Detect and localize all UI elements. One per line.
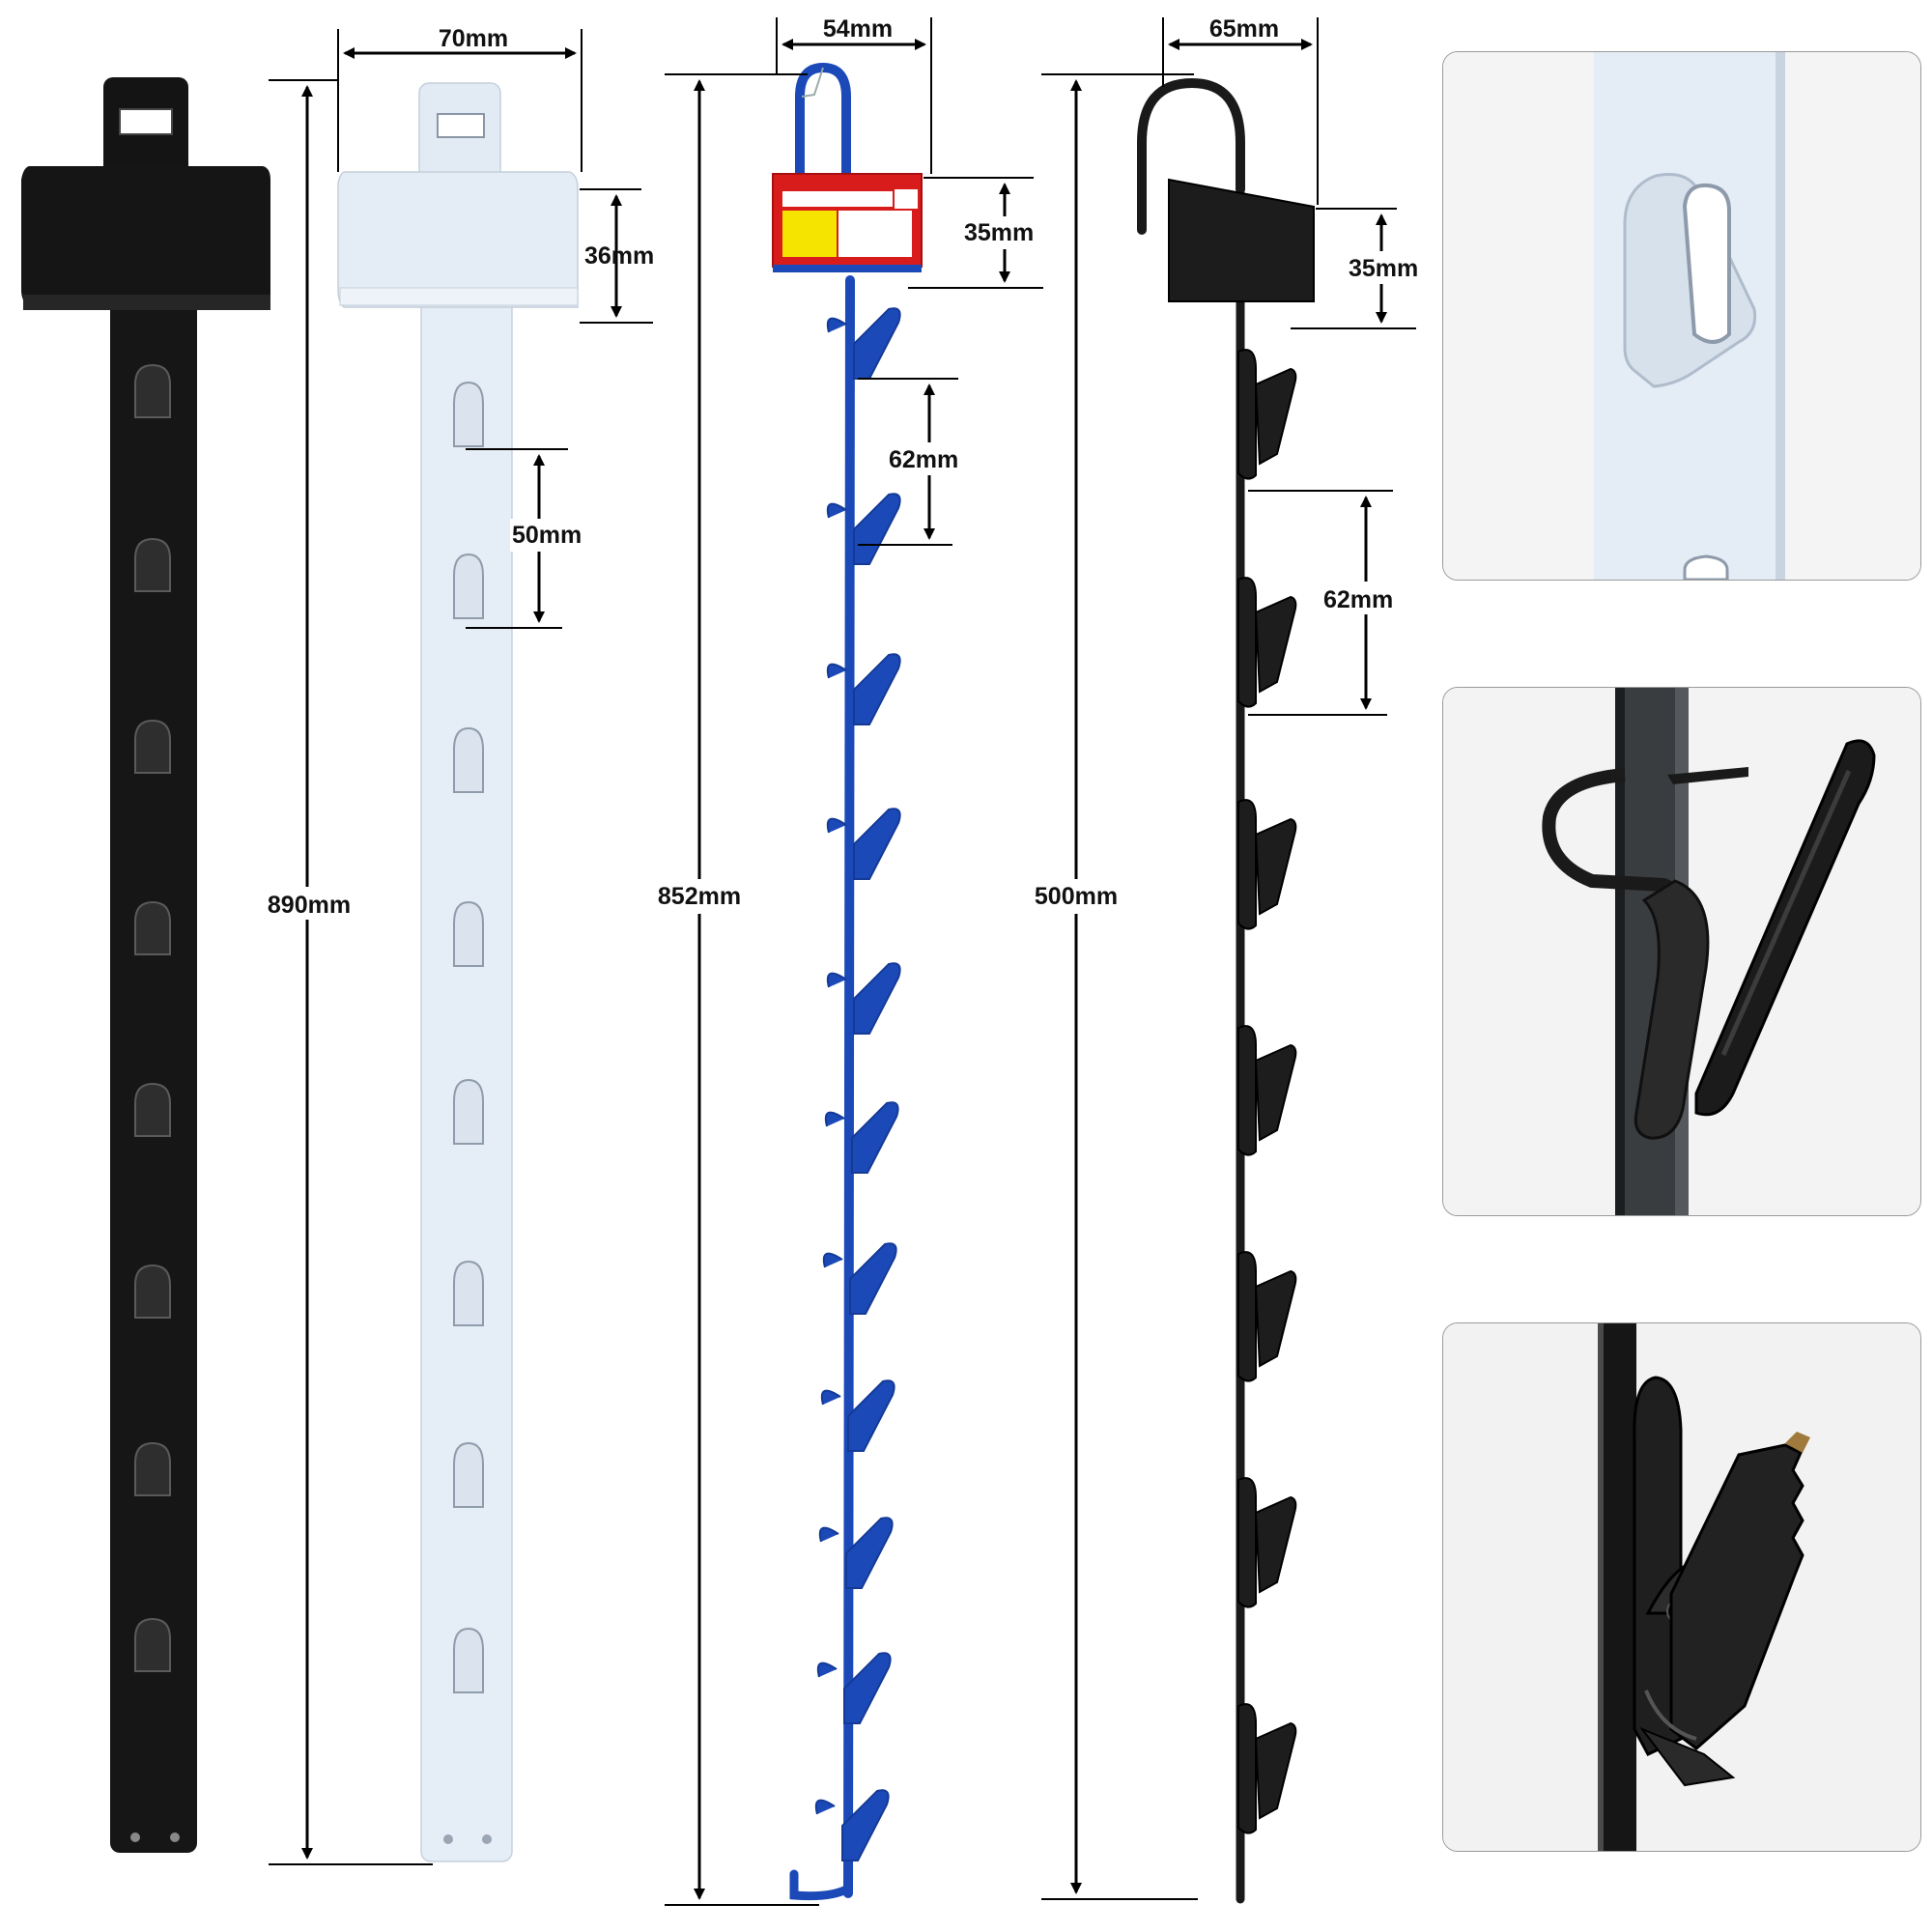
dimension-890mm: 890mm [259, 79, 433, 1865]
black-clip-strip [1137, 77, 1315, 1904]
dimension-35mm-label: 35mm [908, 177, 1049, 289]
label-36mm: 36mm [584, 242, 654, 270]
detail-panel-curved-clip [1442, 687, 1921, 1216]
black-strip-slots [134, 363, 171, 1672]
label-50mm: 50mm [512, 522, 582, 549]
white-hang-strip [337, 82, 579, 1862]
dimension-35mm-black: 35mm [1291, 208, 1434, 329]
black-spring-clips [1237, 349, 1297, 1834]
curved-clip-detail-image [1443, 688, 1920, 1215]
label-54mm: 54mm [823, 15, 893, 43]
detail-panel-spring-clip [1442, 1322, 1921, 1852]
dimension-65mm: 65mm [1162, 14, 1319, 205]
spring-clip-detail-image [1443, 1323, 1920, 1851]
white-strip-slots [453, 381, 484, 1693]
label-62mm-black: 62mm [1323, 586, 1393, 613]
label-35mm-blue: 35mm [964, 219, 1034, 246]
dimension-852mm: 852mm [647, 73, 819, 1906]
dimension-36mm: 36mm [580, 188, 654, 324]
dimension-500mm: 500mm [1024, 73, 1198, 1900]
label-500mm: 500mm [1035, 883, 1118, 910]
label-890mm: 890mm [268, 892, 351, 919]
blue-clips [814, 307, 901, 1861]
dimension-62mm-blue: 62mm [858, 378, 976, 546]
dimension-54mm: 54mm [776, 14, 932, 174]
price-label-holder [772, 173, 923, 272]
label-35mm-black: 35mm [1349, 255, 1418, 282]
slot-detail-image [1443, 52, 1920, 580]
label-852mm: 852mm [658, 883, 741, 910]
label-70mm: 70mm [439, 25, 508, 52]
dimension-70mm: 70mm [337, 25, 582, 172]
dimension-50mm: 50mm [466, 448, 597, 629]
detail-panel-slot [1442, 51, 1921, 581]
label-65mm: 65mm [1209, 15, 1279, 43]
label-62mm-blue: 62mm [889, 446, 958, 473]
black-hang-strip [21, 77, 270, 1853]
blue-clip-strip [772, 62, 923, 1901]
dimension-62mm-black: 62mm [1248, 490, 1410, 716]
